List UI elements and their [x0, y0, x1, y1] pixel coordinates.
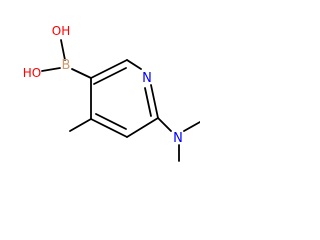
molecule-diagram: OH B HO N N: [23, 24, 201, 162]
bond-c2-n1: [126, 59, 142, 70]
bond-c3-c2-double: [93, 67, 127, 85]
bond-c6-namine: [157, 117, 172, 132]
ring-nitrogen-label: N: [142, 71, 152, 86]
bond-b-oh-left: [41, 67, 61, 72]
bond-c6-c5: [126, 117, 159, 138]
bond-group: [41, 39, 201, 162]
bond-c5-c4-double: [95, 113, 127, 130]
bond-c4-methyl: [69, 118, 92, 132]
bond-n1-c6: [150, 84, 159, 119]
oxygen-label-left: HO: [23, 66, 41, 80]
amine-nitrogen-label: N: [173, 131, 183, 146]
bond-c3-c2: [90, 59, 128, 79]
boron-label: B: [62, 58, 71, 73]
structure-canvas: OH B HO N N: [23, 24, 201, 162]
oxygen-label-top: OH: [52, 24, 70, 38]
bond-namine-methyl-1: [183, 121, 201, 132]
bond-b-oh-top: [60, 39, 66, 61]
bond-n1-c6-double: [144, 87, 152, 117]
bond-b-c3: [71, 68, 92, 79]
bond-c5-c4: [90, 118, 128, 138]
